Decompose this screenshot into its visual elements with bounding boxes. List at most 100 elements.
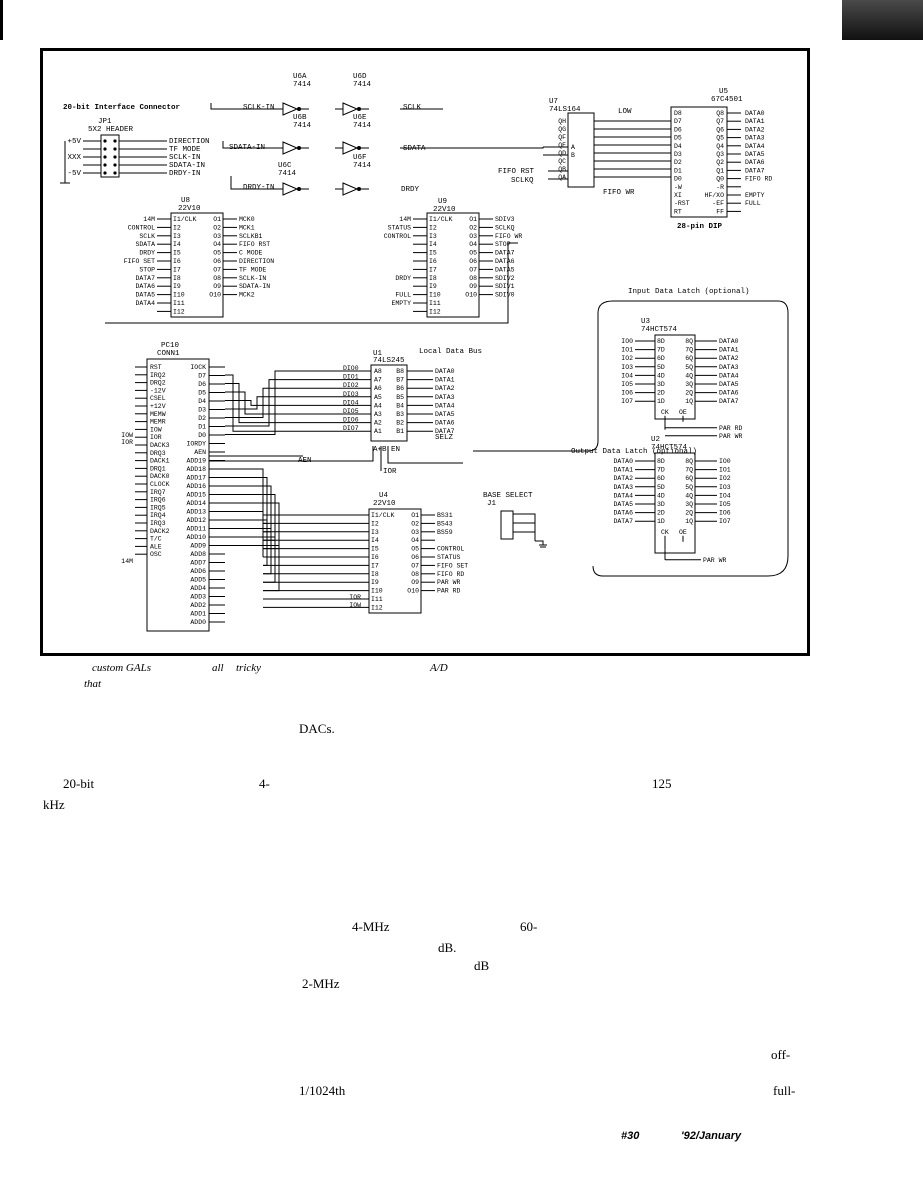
data-bus-wire [225, 379, 343, 427]
pc-right-pin: ADD8 [190, 551, 206, 558]
text-4mhz: 4-MHz [352, 919, 390, 934]
u8-label: U8 [181, 197, 190, 205]
u4-in-pin: I2 [371, 520, 379, 527]
u9-in-pin: I10 [429, 292, 441, 299]
pc-right-pin: ADD17 [186, 475, 206, 482]
jp1-pin [113, 171, 117, 175]
u3-in-signal: IO3 [621, 364, 633, 371]
sclkq-label: SCLKQ [511, 177, 534, 185]
input-latch-label: Input Data Latch (optional) [628, 288, 750, 296]
u5-left-pin: XI [674, 192, 682, 199]
u9-in-pin: I9 [429, 283, 437, 290]
u3-out-pin: 3Q [685, 381, 693, 388]
u2-in-signal: DATA6 [613, 510, 633, 517]
jp1-right-signal: TF MODE [169, 146, 201, 154]
u6c-part: 7414 [278, 170, 297, 178]
text-db1: dB. [438, 940, 457, 955]
u9-out-pin: O3 [469, 233, 477, 240]
u4-out-signal: FIFO SET [437, 562, 468, 569]
u1-data-signal: DATA1 [435, 377, 455, 384]
u8-in-signal: DRDY [139, 250, 155, 257]
u2-par-wr: PAR WR [703, 557, 727, 564]
u5-left-pin: -RST [674, 200, 690, 207]
u2-in-signal: DATA1 [613, 467, 633, 474]
conn1-label: CONN1 [157, 350, 180, 358]
data-bus-wire [225, 400, 343, 406]
u6c-gate-bubble [297, 187, 301, 191]
u5-right-signal: FIFO RD [745, 176, 772, 183]
u4-in-pin: I10 [371, 588, 383, 595]
pc-left-pin: DRQ2 [150, 380, 166, 387]
u8-in-signal: SDATA [135, 241, 155, 248]
u3-out-signal: DATA1 [719, 347, 739, 354]
caption-tricky: tricky [236, 662, 262, 674]
pc-right-pin: ADD18 [186, 466, 206, 473]
u3-out-pin: 7Q [685, 347, 693, 354]
u3-out-signal: DATA2 [719, 355, 739, 362]
u5-left-pin: D1 [674, 167, 682, 174]
u1-a-pin: A2 [374, 420, 382, 427]
u6d-gate-bubble [357, 107, 361, 111]
u8-in-pin: I3 [173, 233, 181, 240]
u5-left-pin: D3 [674, 151, 682, 158]
u7-pin-label: QH [558, 118, 566, 125]
jp1-label: JP1 [98, 118, 112, 126]
pc-right-pin: ADD2 [190, 602, 206, 609]
u5-right-signal: FULL [745, 200, 761, 207]
u6e-gate [342, 141, 359, 155]
base-select-label: BASE SELECT [483, 492, 533, 500]
u9-in-pin: I2 [429, 224, 437, 231]
caption-all: all [212, 662, 224, 674]
u7-pin-label: QC [558, 158, 566, 165]
u9-label: U9 [438, 198, 447, 206]
u4-out-pin: O4 [411, 537, 419, 544]
u5-right-pin: Q6 [716, 126, 724, 133]
pc-right-pin: ADD15 [186, 492, 206, 499]
page-edge-rule [0, 0, 3, 40]
u1-dio-signal: DIO4 [343, 399, 359, 406]
text-4: 4- [259, 776, 270, 791]
u7-pin-label: QE [558, 142, 566, 149]
u9-body [426, 212, 480, 318]
u9-out-signal: DATA5 [495, 266, 515, 273]
jp1-pin [103, 171, 107, 175]
u8-out-pin: O6 [213, 258, 221, 265]
u3-in-signal: IO2 [621, 355, 633, 362]
pc-right-pin: ADD3 [190, 594, 206, 601]
u2-out-signal: IO5 [719, 501, 731, 508]
jp1-left-signal: XXX [67, 154, 81, 162]
ior-label: IOR [383, 468, 397, 476]
u1-b-pin: B7 [396, 377, 404, 384]
u9-in-pin: I1/CLK [429, 216, 453, 223]
u4-label: U4 [379, 492, 389, 500]
u7-label: U7 [549, 98, 558, 106]
u7-pin-label: QB [558, 166, 566, 173]
u4-out-signal: PAR RD [437, 588, 461, 595]
caption-that: that [84, 678, 102, 690]
sclk-label: SCLK [403, 104, 422, 112]
u4-in-pin: I5 [371, 546, 379, 553]
u6d-part: 7414 [353, 81, 372, 89]
u8-in-signal: DATA4 [135, 300, 155, 307]
u5-right-pin: -R [716, 184, 724, 191]
low-label: LOW [618, 108, 632, 116]
u1-part: 74LS245 [373, 357, 405, 365]
u9-out-pin: O10 [465, 292, 477, 299]
pc-right-pin: D4 [198, 398, 206, 405]
u7-body [567, 112, 595, 188]
caption-custom-gals: custom GALs [92, 662, 151, 674]
data-bus-wire [225, 374, 343, 432]
u4-iow-signal: IOW [349, 602, 361, 609]
u6c-gate [282, 182, 299, 196]
u8-out-pin: O10 [209, 292, 221, 299]
address-bus-wire [225, 528, 272, 575]
u6f-gate [342, 182, 359, 196]
pc-left-pin: DRQ3 [150, 450, 166, 457]
u3-body [654, 334, 696, 420]
u3-part: 74HCT574 [641, 326, 678, 334]
ab-en-label: A+B EN [373, 446, 400, 454]
u4-out-signal: BS59 [437, 529, 453, 536]
u5-right-pin: HF/XO [704, 192, 724, 199]
u1-dio-signal: DIO6 [343, 417, 359, 424]
jp1-pin [103, 139, 107, 143]
